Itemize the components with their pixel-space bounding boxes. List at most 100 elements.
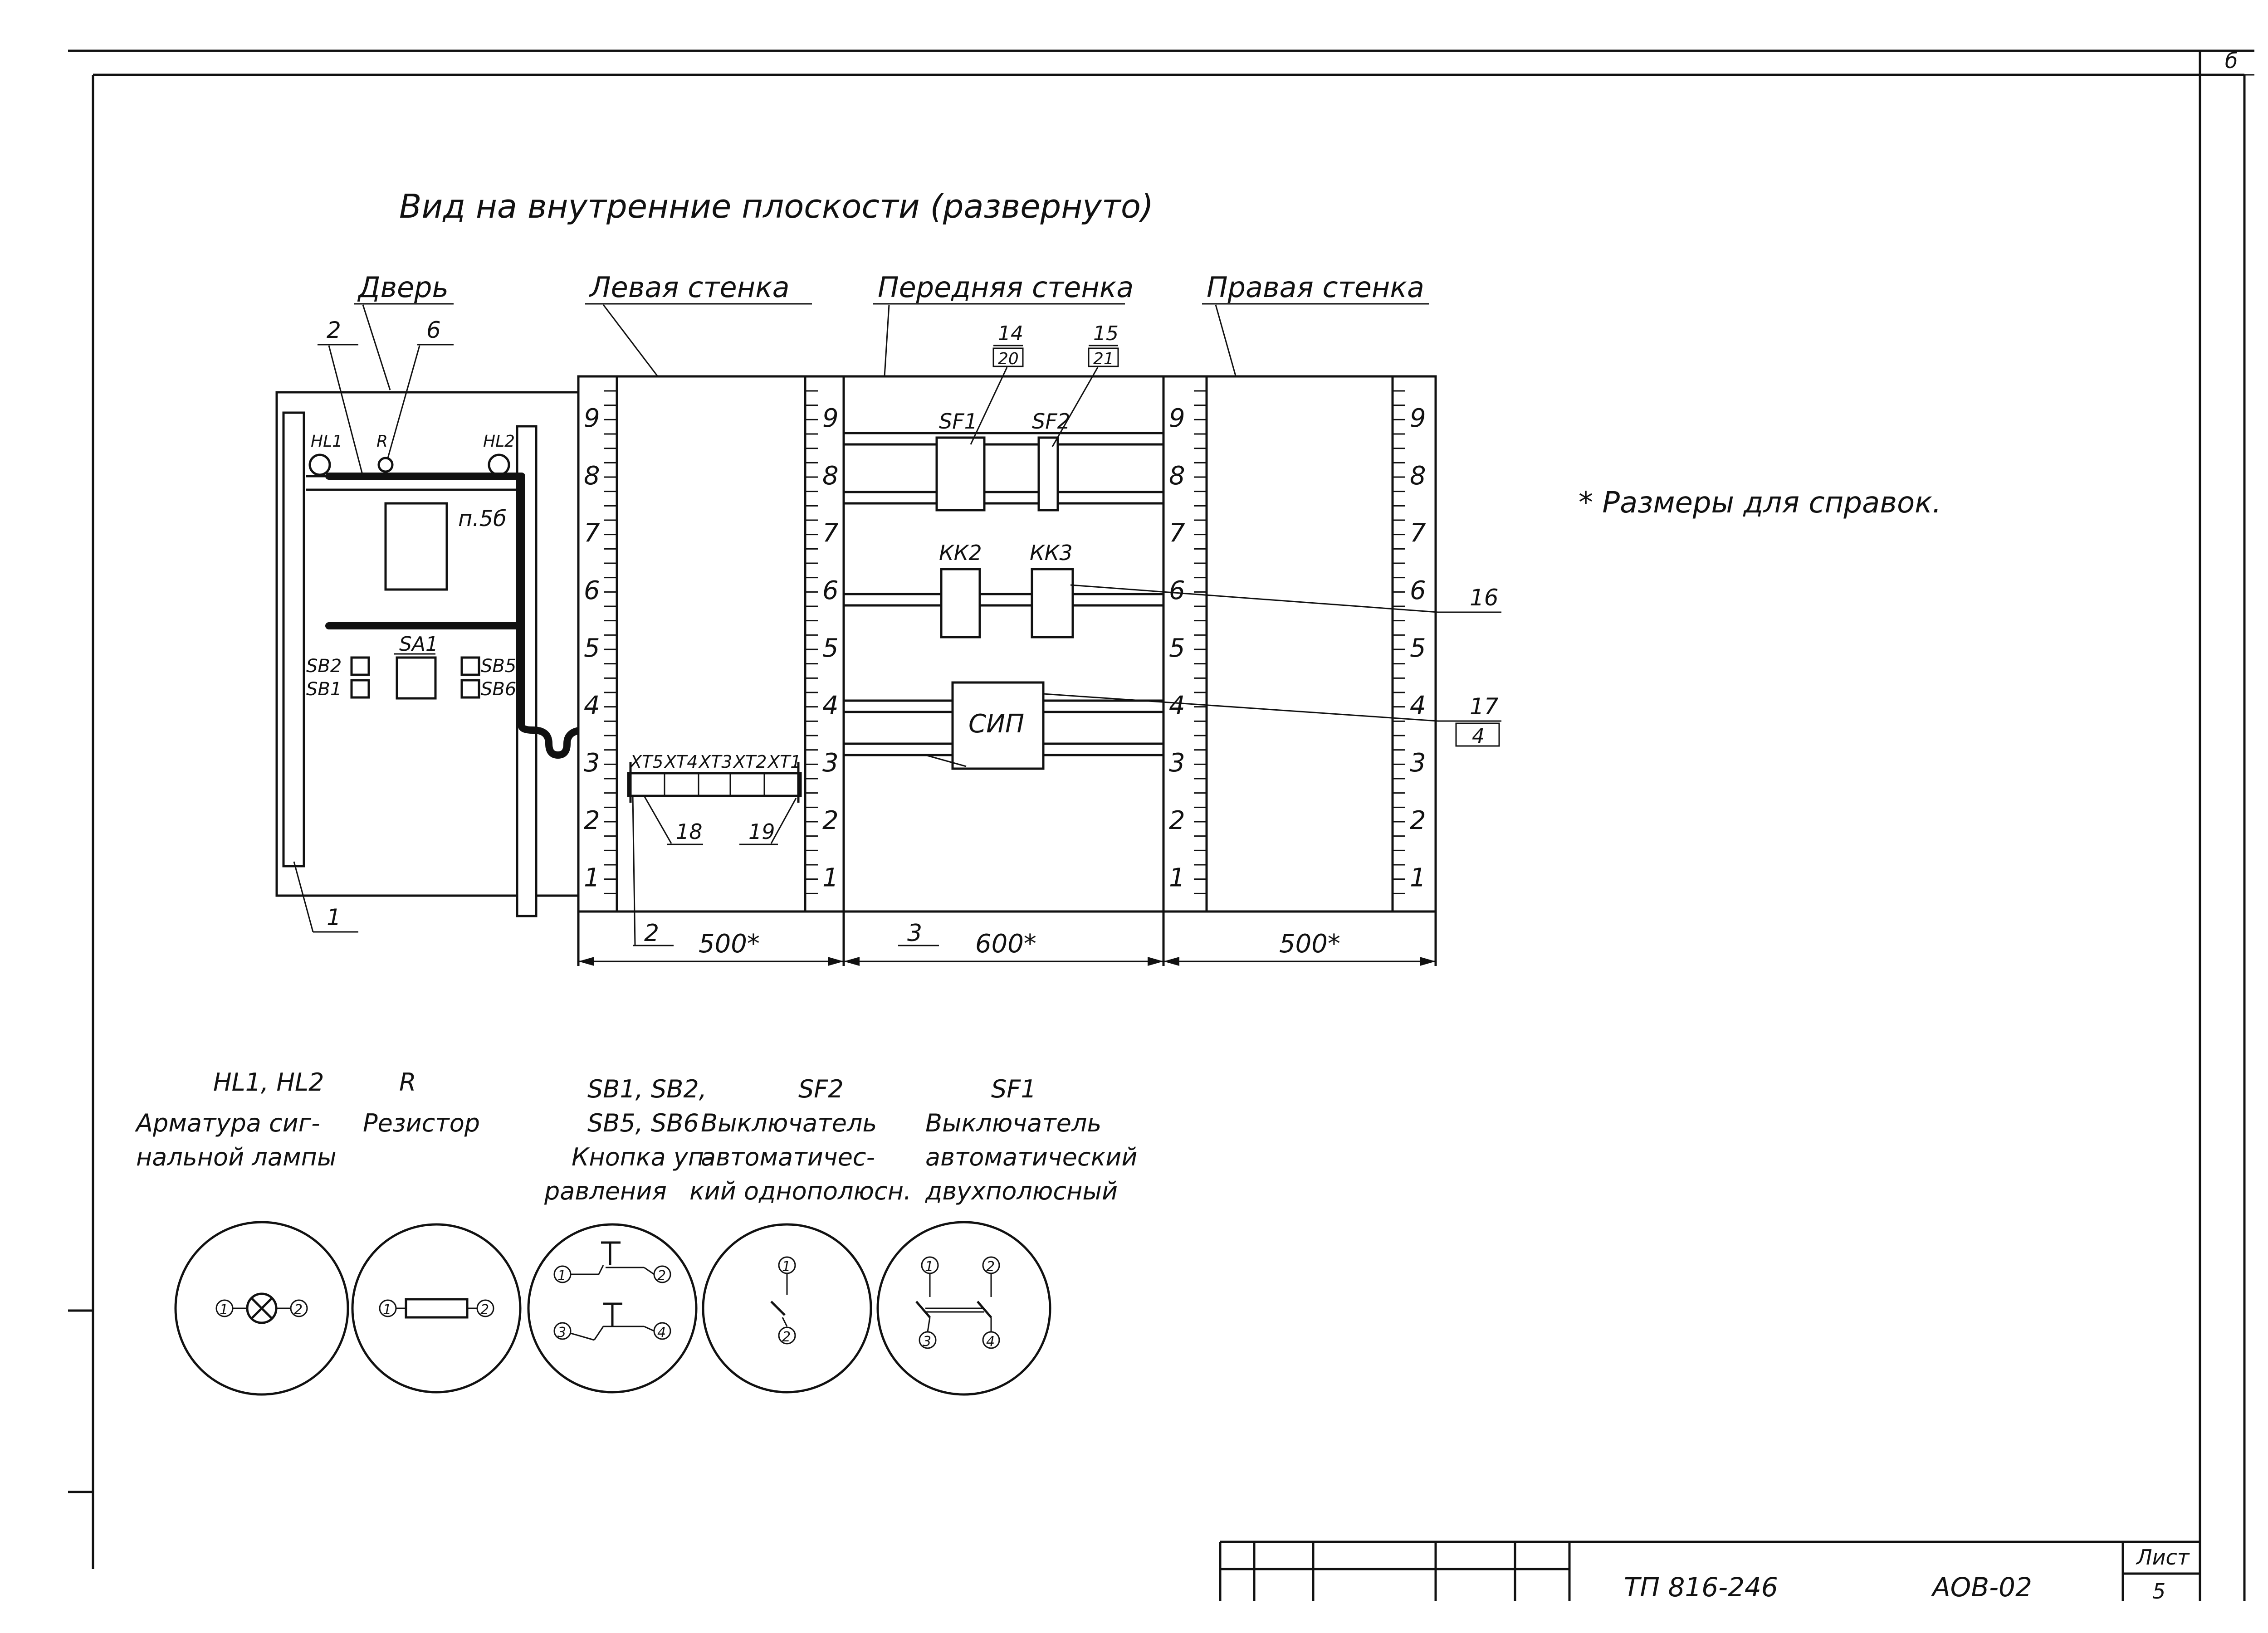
scale-number: 6 xyxy=(1169,576,1185,605)
legend-0-desc1: Арматура сиг- xyxy=(135,1109,320,1137)
scale-number: 2 xyxy=(1410,806,1426,835)
lamp-pin-2: 2 xyxy=(294,1302,303,1318)
sf2-pin-1: 1 xyxy=(782,1259,791,1275)
sf1-breaker xyxy=(935,436,986,512)
legend-3-desc2: автоматичес- xyxy=(701,1143,875,1171)
scale-number: 2 xyxy=(1169,806,1185,835)
scale-number: 4 xyxy=(1410,691,1426,721)
legend-4-designation: SF1 xyxy=(991,1075,1036,1103)
p5b-device xyxy=(384,502,448,591)
scale-number: 7 xyxy=(584,519,600,548)
scale-number: 8 xyxy=(1169,461,1185,491)
drawing-title: Вид на внутренние плоскости (развернуто) xyxy=(399,187,1154,225)
label-kk3: КК3 xyxy=(1030,541,1073,565)
hl1-lamp-icon xyxy=(308,453,331,476)
legend-0-desc2: нальной лампы xyxy=(136,1143,337,1171)
scale-number: 1 xyxy=(822,863,839,893)
kk2-relay xyxy=(940,568,981,639)
scale-number: 1 xyxy=(1169,863,1185,893)
scale-number: 3 xyxy=(1169,748,1185,778)
door-panel: HL1 R HL2 п.5б SA1 SB2 SB1 SB5 SB6 xyxy=(275,391,580,917)
scale-number: 2 xyxy=(584,806,600,835)
dim-front: 600* xyxy=(975,929,1036,959)
sb6-button-icon xyxy=(460,679,480,699)
sheet-frame xyxy=(68,49,2254,1601)
label-sf2: SF2 xyxy=(1032,409,1070,434)
scale-number: 9 xyxy=(1410,404,1426,433)
scale-number: 8 xyxy=(584,461,600,491)
label-sip: СИП xyxy=(968,709,1024,739)
scale-number: 1 xyxy=(584,863,600,893)
doc-number: ТП 816-246 xyxy=(1624,1572,1778,1603)
resistor-symbol-circle xyxy=(351,1223,522,1394)
scale-number: 5 xyxy=(1410,634,1426,663)
kk3-relay xyxy=(1031,568,1074,639)
scale-number: 4 xyxy=(822,691,839,721)
callout-1: 1 xyxy=(327,904,341,931)
corner-mark: б xyxy=(2225,49,2238,73)
callout-17: 17 xyxy=(1470,693,1499,720)
sf2-breaker xyxy=(1037,436,1059,512)
legend-2-desc1: SB5, SB6 xyxy=(587,1109,699,1137)
label-sb6: SB6 xyxy=(481,679,516,700)
legend-symbols: 1 2 1 2 1 2 3 4 xyxy=(174,1221,1051,1396)
terminal-label: XT2 xyxy=(733,752,767,772)
sf2-symbol-circle xyxy=(702,1223,872,1394)
label-front-wall: Передняя стенка xyxy=(878,271,1134,304)
scale-number: 7 xyxy=(1410,519,1426,548)
callout-18: 18 xyxy=(676,819,703,844)
scale-number: 8 xyxy=(822,461,839,491)
sa1-switch xyxy=(396,656,437,700)
front-callouts: 14 20 15 21 xyxy=(970,322,1119,447)
terminal-label: XT3 xyxy=(698,752,732,772)
legend-4-desc1: Выключатель xyxy=(925,1109,1101,1137)
terminal-strip xyxy=(627,772,802,797)
scale-number: 4 xyxy=(584,691,600,721)
label-hl2: HL2 xyxy=(483,432,515,451)
dim-left: 500* xyxy=(699,929,760,959)
sb1-button-icon xyxy=(350,679,370,699)
scale-number: 7 xyxy=(1169,519,1185,548)
legend-3-desc1: Выключатель xyxy=(701,1109,877,1137)
legend-0-designation: HL1, HL2 xyxy=(213,1068,324,1097)
callout-20: 20 xyxy=(998,350,1019,368)
label-kk2: КК2 xyxy=(939,541,982,565)
legend-4-desc3: двухполюсный xyxy=(925,1177,1118,1205)
scale-number: 9 xyxy=(1169,404,1185,433)
scale-number: 3 xyxy=(1410,748,1426,778)
sf1-pin-4: 4 xyxy=(986,1334,995,1350)
callout-19: 19 xyxy=(748,819,775,844)
scale-number: 2 xyxy=(822,806,839,835)
sb5-button-icon xyxy=(460,656,480,676)
sf1-pin-3: 3 xyxy=(923,1334,931,1350)
hl2-lamp-icon xyxy=(488,453,510,476)
sheet-label: Лист xyxy=(2136,1545,2190,1570)
scale-number: 6 xyxy=(1410,576,1426,605)
legend-3-designation: SF2 xyxy=(798,1075,844,1103)
scale-number: 6 xyxy=(822,576,839,605)
scale-number: 3 xyxy=(822,748,839,778)
terminal-label: XT1 xyxy=(767,752,801,772)
callout-2-door: 2 xyxy=(327,317,341,343)
legend-2-designation: SB1, SB2, xyxy=(587,1075,707,1103)
sheet-code: АОВ-02 xyxy=(1931,1572,2032,1603)
resistor-dot-icon xyxy=(377,457,394,473)
scale-number: 8 xyxy=(1410,461,1426,491)
terminal-label: XT4 xyxy=(664,752,698,772)
scale-number: 5 xyxy=(822,634,839,663)
callout-6: 6 xyxy=(426,317,441,343)
callout-16: 16 xyxy=(1470,585,1499,611)
right-callouts: 16 17 4 xyxy=(1043,584,1501,748)
wiring-bundle xyxy=(325,473,1092,759)
label-sf1: SF1 xyxy=(939,409,978,434)
button-pin-2: 2 xyxy=(657,1268,666,1284)
label-right-wall: Правая стенка xyxy=(1207,271,1424,304)
sf1-pin-1: 1 xyxy=(925,1259,934,1275)
legend-3-desc3: кий однополюсн. xyxy=(689,1177,911,1205)
label-left-wall: Левая стенка xyxy=(589,271,790,304)
resistor-pin-1: 1 xyxy=(383,1302,391,1318)
scale-number: 7 xyxy=(822,519,839,548)
lamp-pin-1: 1 xyxy=(220,1302,228,1318)
